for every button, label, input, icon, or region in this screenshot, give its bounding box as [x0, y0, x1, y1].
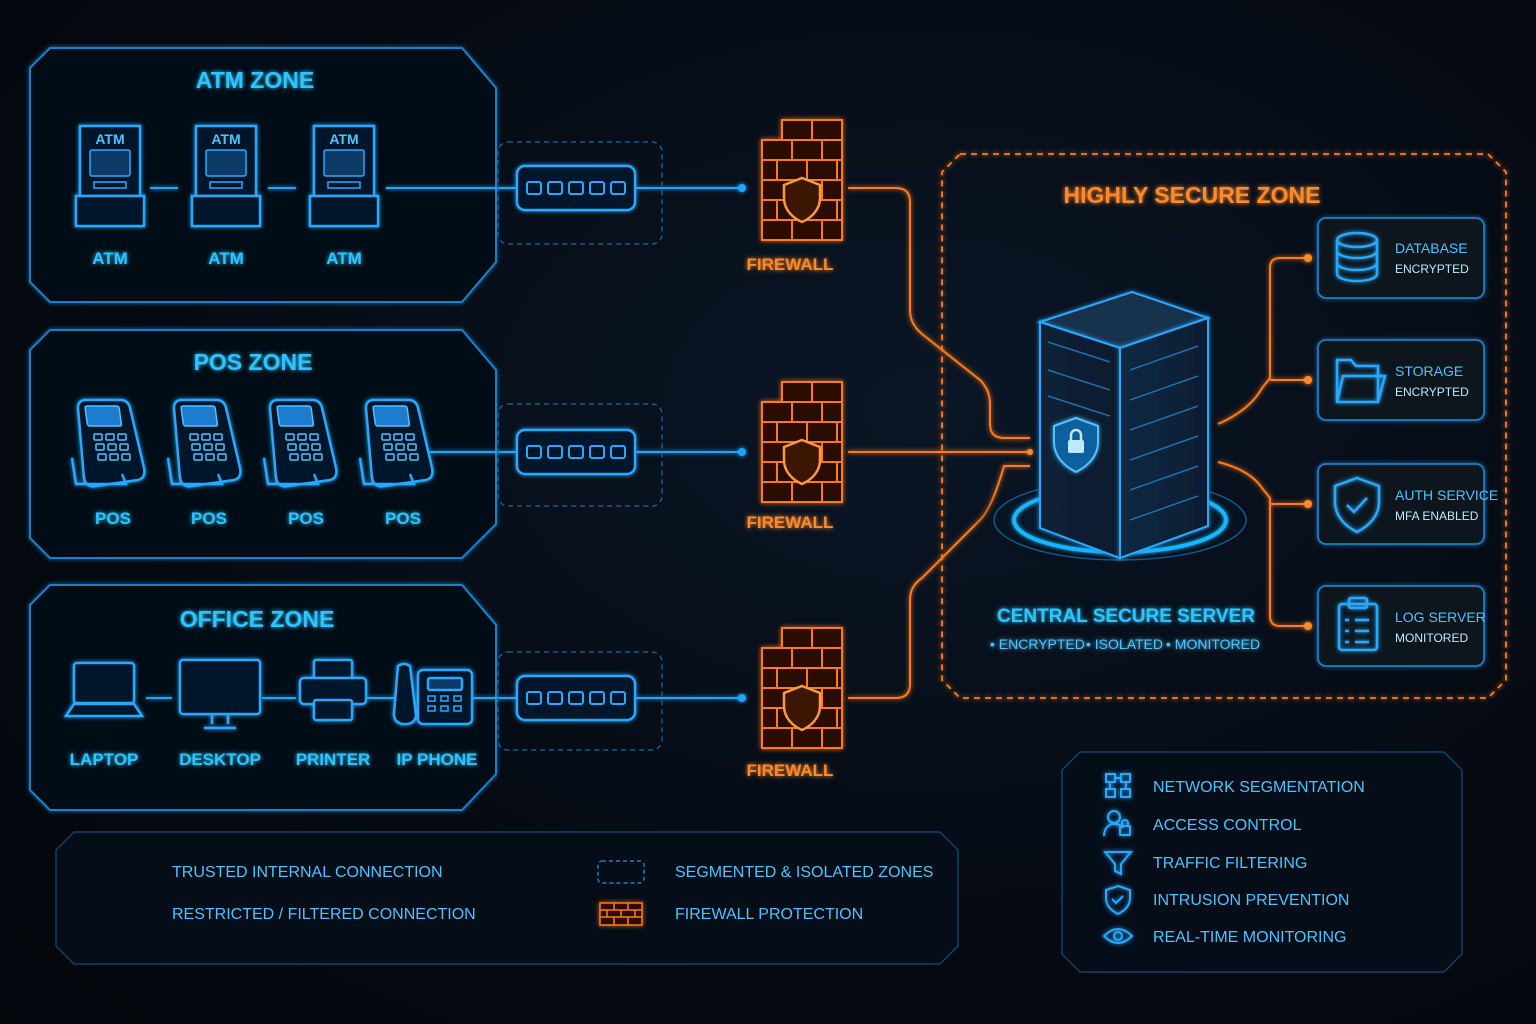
legend-segmented: SEGMENTED & ISOLATED ZONES	[597, 860, 933, 884]
principle-real-time-monitoring: REAL-TIME MONITORING	[1153, 929, 1347, 946]
legend-segmented-label: SEGMENTED & ISOLATED ZONES	[675, 864, 933, 881]
atm-label-1: ATM	[92, 249, 128, 268]
office-devices	[63, 658, 474, 730]
connection-dots	[738, 184, 746, 702]
legend-panel: TRUSTED INTERNAL CONNECTION RESTRICTED /…	[55, 831, 959, 965]
server-shield-icon	[1053, 416, 1099, 474]
server-feature-monitored: • MONITORED	[1166, 636, 1260, 652]
database-icon	[1335, 231, 1379, 283]
funnel-icon	[1102, 851, 1134, 876]
principles-panel: NETWORK SEGMENTATION ACCESS CONTROL TRAF…	[1061, 751, 1463, 973]
atm-zone-panel: ATM ZONE	[29, 47, 497, 303]
atm-zone-title: ATM ZONE	[196, 67, 314, 93]
segment-boxes	[497, 141, 663, 751]
server-feature-isolated: • ISOLATED	[1086, 636, 1163, 652]
firewall-2	[760, 380, 844, 504]
legend-restricted-label: RESTRICTED / FILTERED CONNECTION	[172, 906, 476, 923]
service-database-line2: ENCRYPTED	[1395, 262, 1469, 276]
atm-3: ATM	[308, 124, 380, 228]
firewall-1	[760, 118, 844, 242]
ip-phone-label: IP PHONE	[397, 750, 478, 769]
service-log-line1: LOG SERVER	[1395, 609, 1486, 625]
user-lock-icon	[1103, 810, 1131, 837]
legend-firewall-label: FIREWALL PROTECTION	[675, 906, 863, 923]
service-card-storage: STORAGE ENCRYPTED	[1317, 339, 1485, 421]
principle-intrusion-prevention: INTRUSION PREVENTION	[1153, 892, 1349, 909]
laptop-label: LAPTOP	[70, 750, 139, 769]
brick-wall-icon	[599, 902, 643, 926]
office-zone-title: OFFICE ZONE	[180, 606, 335, 632]
server-feature-encrypted: • ENCRYPTED	[990, 636, 1085, 652]
firewall-3	[760, 626, 844, 750]
printer-label: PRINTER	[296, 750, 371, 769]
legend-trusted-label: TRUSTED INTERNAL CONNECTION	[172, 864, 443, 881]
server-title: CENTRAL SECURE SERVER	[997, 606, 1255, 627]
trusted-connections	[146, 187, 742, 699]
atm-2: ATM	[190, 124, 262, 228]
principle-traffic-filtering: TRAFFIC FILTERING	[1153, 855, 1307, 872]
office-switch	[515, 674, 637, 722]
atm-1: ATM	[74, 124, 146, 228]
central-server	[970, 290, 1270, 568]
pos-zone-title: POS ZONE	[194, 349, 313, 375]
atm-devices: ATM ATM ATM	[74, 124, 380, 228]
principle-network-segmentation: NETWORK SEGMENTATION	[1153, 779, 1365, 796]
secure-zone-title: HIGHLY SECURE ZONE	[1064, 182, 1321, 208]
service-auth-line2: MFA ENABLED	[1395, 509, 1479, 523]
clipboard-icon	[1337, 596, 1379, 652]
atm-screen-label: ATM	[329, 131, 358, 147]
desktop-icon	[178, 658, 262, 730]
pos-label-3: POS	[288, 509, 324, 528]
legend-trusted: TRUSTED INTERNAL CONNECTION	[88, 864, 443, 881]
atm-label-3: ATM	[326, 249, 362, 268]
restricted-dots	[1027, 254, 1312, 630]
atm-label-2: ATM	[208, 249, 244, 268]
printer-icon	[298, 658, 368, 722]
pos-label-2: POS	[191, 509, 227, 528]
legend-firewall: FIREWALL PROTECTION	[599, 902, 863, 926]
network-icon	[1105, 773, 1131, 798]
service-log-line2: MONITORED	[1395, 631, 1468, 645]
pos-switch	[515, 428, 637, 476]
service-database-line1: DATABASE	[1395, 240, 1468, 256]
firewall-label-1: FIREWALL	[747, 255, 834, 274]
firewall-label-3: FIREWALL	[747, 761, 834, 780]
service-storage-line1: STORAGE	[1395, 363, 1463, 379]
service-card-database: DATABASE ENCRYPTED	[1317, 217, 1485, 299]
eye-icon	[1102, 928, 1134, 944]
secure-zone-panel: HIGHLY SECURE ZONE	[941, 153, 1507, 699]
pos-zone-panel: POS ZONE	[29, 329, 497, 559]
service-card-auth: AUTH SERVICE MFA ENABLED	[1317, 463, 1498, 545]
service-storage-line2: ENCRYPTED	[1395, 385, 1469, 399]
service-card-log: LOG SERVER MONITORED	[1317, 585, 1486, 667]
ip-phone-icon	[392, 662, 474, 726]
pos-label-1: POS	[95, 509, 131, 528]
service-auth-line1: AUTH SERVICE	[1395, 487, 1498, 503]
pos-label-4: POS	[385, 509, 421, 528]
laptop-icon	[63, 661, 145, 718]
shield-icon	[1105, 884, 1131, 916]
folder-icon	[1335, 358, 1387, 404]
shield-check-icon	[1333, 476, 1381, 534]
atm-screen-label: ATM	[211, 131, 240, 147]
atm-screen-label: ATM	[95, 131, 124, 147]
atm-switch	[515, 164, 637, 212]
principle-access-control: ACCESS CONTROL	[1153, 817, 1302, 834]
legend-restricted: RESTRICTED / FILTERED CONNECTION	[88, 906, 476, 923]
firewall-label-2: FIREWALL	[747, 513, 834, 532]
desktop-label: DESKTOP	[179, 750, 261, 769]
